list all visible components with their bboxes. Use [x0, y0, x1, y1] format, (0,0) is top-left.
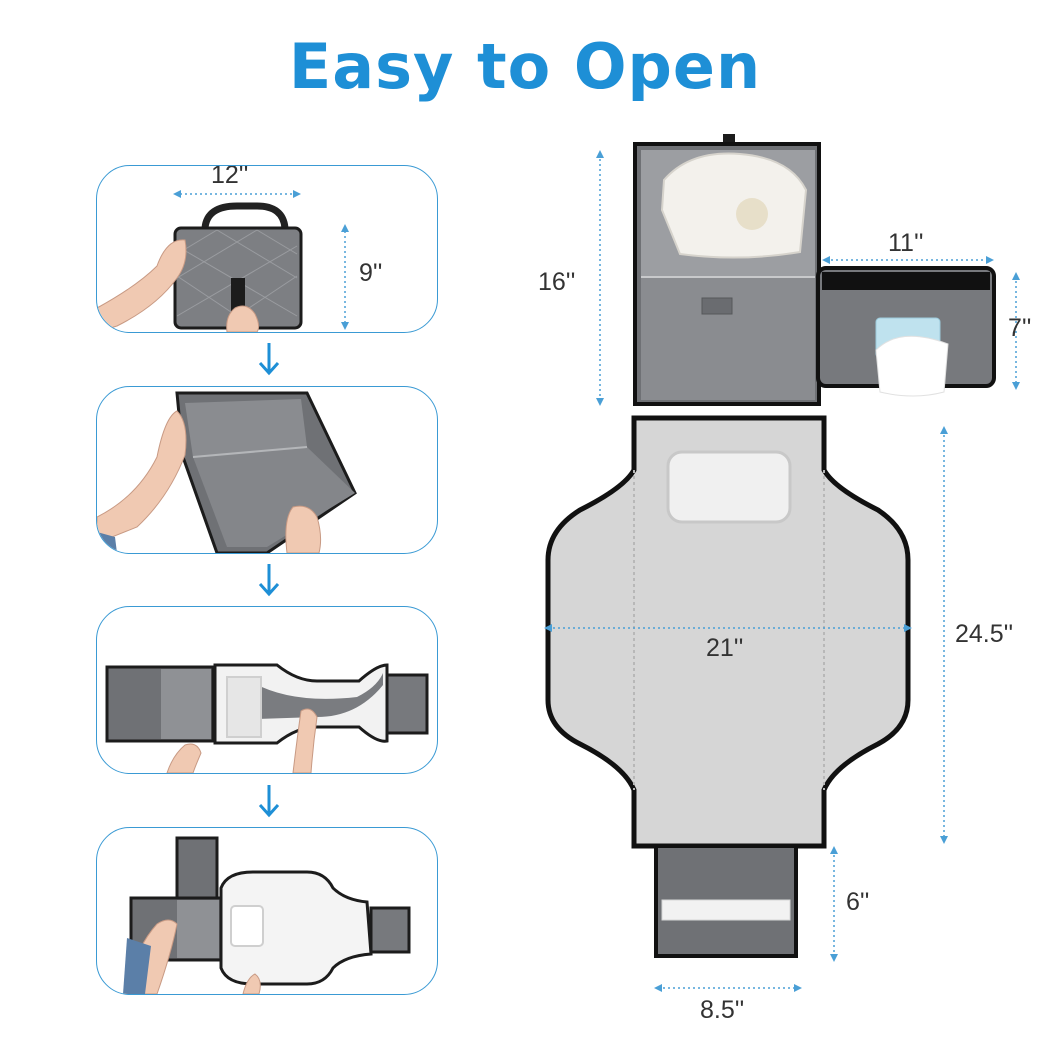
bottom-pocket-height-label: 6'' [846, 888, 870, 916]
down-arrow-icon [258, 785, 280, 818]
step-2-illustration [97, 391, 357, 553]
step-4-illustration [123, 836, 411, 994]
pocket-width-label: 11'' [888, 229, 924, 257]
step-3-card [96, 606, 438, 774]
mat-width-label: 21'' [706, 634, 744, 662]
step-3-illustration [105, 663, 429, 773]
step-1-width-label: 12'' [211, 165, 249, 189]
mat-length-label: 24.5'' [955, 620, 1014, 648]
step-2-card [96, 386, 438, 554]
top-flap-height-label: 16'' [538, 268, 576, 296]
step-1-card: 12'' 9'' [96, 165, 438, 333]
bottom-pocket-width-label: 8.5'' [700, 996, 745, 1024]
down-arrow-icon [258, 343, 280, 376]
down-arrow-icon [258, 564, 280, 597]
step-1-illustration [97, 190, 349, 332]
pocket-height-label: 7'' [1008, 314, 1032, 342]
page-title: Easy to Open [288, 30, 762, 103]
step-4-card [96, 827, 438, 995]
step-1-height-label: 9'' [359, 259, 383, 287]
